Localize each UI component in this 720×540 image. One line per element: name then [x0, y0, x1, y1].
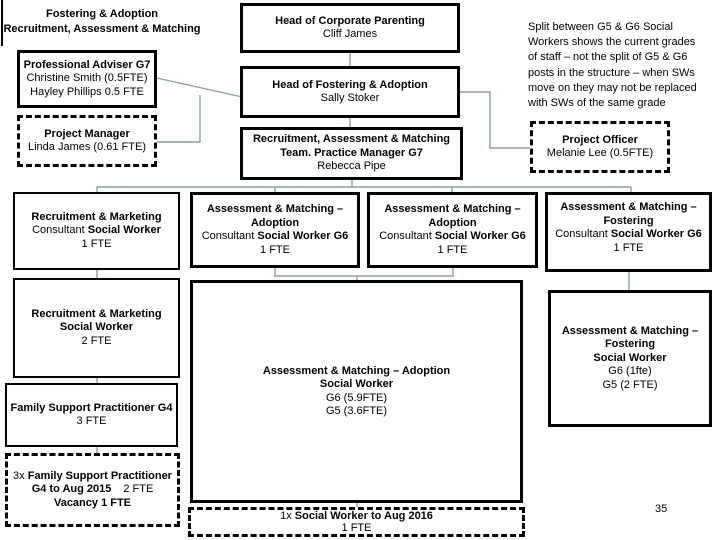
org-box-am-adoption-consultant-1: Assessment & Matching – Adoption Consult…	[190, 192, 360, 268]
role-title-line1: Assessment & Matching –	[384, 203, 521, 215]
org-box-project-manager: Project Manager Linda James (0.61 FTE)	[17, 115, 157, 167]
role-title-line2: Adoption	[428, 216, 477, 229]
role-title-line2: G4 to Aug 2015 2 FTE	[32, 483, 154, 497]
note-line: of staff – not the split of G5 & G6	[528, 51, 688, 64]
fte-count-g6: G6 (5.9FTE)	[325, 391, 388, 404]
role-title: 1x Social Worker to Aug 2016	[280, 510, 433, 522]
connector-adviser-hofa	[156, 77, 243, 98]
role-title-part: Consultant	[32, 224, 88, 237]
note-line: Workers shows the current grades	[528, 36, 696, 49]
org-box-am-adoption-sw: Assessment & Matching – Adoption Social …	[190, 280, 523, 503]
role-title-line1: 3x Family Support Practitioner	[13, 470, 172, 484]
role-title: Project Officer	[562, 133, 638, 146]
role-title-line1: Recruitment & Marketing	[31, 210, 162, 223]
role-title-line2: Social Worker	[59, 321, 134, 334]
role-title: Professional Adviser G7	[23, 58, 151, 71]
connector-hofa-projectofficer	[460, 91, 530, 149]
role-title-line1: Assessment & Matching –	[561, 324, 699, 337]
person-name: Cliff James	[322, 28, 378, 40]
role-title-line1: Recruitment, Assessment & Matching	[252, 133, 451, 146]
note-line: move on they may not be replaced	[528, 81, 697, 94]
org-box-head-corporate-parenting: Head of Corporate Parenting Cliff James	[240, 3, 460, 53]
org-box-professional-adviser: Professional Adviser G7 Christine Smith …	[17, 50, 157, 108]
note-line: posts in the structure – when SWs	[528, 66, 695, 79]
fte-count: 2 FTE	[81, 334, 112, 347]
role-title-part: 3x	[13, 469, 28, 482]
org-box-am-adoption-consultant-2: Assessment & Matching – Adoption Consult…	[367, 192, 538, 268]
role-title-line2: Consultant Social Worker	[32, 224, 161, 238]
grade-split-note: Split between G5 & G6 Social Workers sho…	[528, 20, 718, 111]
role-title-part: Social Worker to Aug 2016	[294, 510, 433, 522]
person-name: Christine Smith (0.5FTE)	[26, 72, 148, 85]
role-title-part: Consultant	[555, 228, 611, 240]
role-title-line3: Consultant Social Worker G6	[202, 230, 349, 244]
role-title-line2: Team. Practice Manager G7	[280, 146, 423, 159]
role-title-part: Consultant	[379, 230, 435, 242]
role-title-part: Social Worker G6	[257, 230, 349, 242]
org-box-family-support-practitioner: Family Support Practitioner G4 3 FTE	[5, 383, 178, 447]
connector-ram-bus	[96, 180, 632, 192]
fte-count: 1 FTE	[613, 241, 644, 254]
role-title-line3: Consultant Social Worker G6	[379, 230, 526, 244]
role-title-line2: Adoption	[250, 216, 300, 229]
role-title-line3: Consultant Social Worker G6	[555, 228, 702, 242]
person-name: Melanie Lee (0.5FTE)	[546, 147, 654, 159]
role-title-line1: Assessment & Matching – Adoption	[262, 364, 451, 377]
role-title-part: Social Worker	[87, 224, 161, 237]
role-title-part: Family Support Practitioner	[27, 469, 172, 482]
role-title-line2: Fostering	[604, 338, 656, 351]
fte-count: 1 FTE	[81, 237, 112, 250]
person-name: Rebecca Pipe	[317, 160, 386, 173]
page-title-line1: Fostering & Adoption	[45, 8, 159, 20]
fte-count: 1 FTE	[341, 522, 372, 534]
person-name: Hayley Phillips 0.5 FTE	[30, 85, 144, 98]
page-title-line2: Recruitment, Assessment & Matching	[3, 23, 201, 35]
role-title: Project Manager	[44, 127, 130, 140]
role-title-part: G4 to Aug 2015	[31, 483, 112, 496]
role-title-line3: Social Worker	[593, 351, 667, 364]
page-number: 35	[655, 503, 668, 515]
person-name: Linda James (0.61 FTE)	[28, 141, 146, 153]
role-title-part: Social Worker G6	[434, 230, 526, 242]
fte-count: 1 FTE	[260, 243, 290, 256]
role-title-part: Consultant	[201, 230, 258, 242]
fte-count: 2 FTE	[123, 483, 154, 496]
role-title: Head of Fostering & Adoption	[272, 78, 428, 91]
org-box-ram-practice-manager: Recruitment, Assessment & Matching Team.…	[240, 127, 463, 180]
role-title: Head of Corporate Parenting	[275, 14, 425, 27]
org-box-social-worker-temp: 1x Social Worker to Aug 2016 1 FTE	[188, 507, 525, 537]
role-title-line1: Recruitment & Marketing	[31, 307, 162, 320]
org-box-am-fostering-consultant: Assessment & Matching – Fostering Consul…	[545, 192, 712, 272]
role-title-line1: Assessment & Matching –	[206, 203, 344, 215]
vacancy-line: Vacancy 1 FTE	[53, 496, 132, 509]
org-box-am-fostering-sw: Assessment & Matching – Fostering Social…	[548, 290, 712, 427]
org-box-recruitment-marketing-sw: Recruitment & Marketing Social Worker 2 …	[13, 278, 180, 378]
fte-count-g5: G5 (3.6FTE)	[325, 405, 388, 417]
org-box-project-officer: Project Officer Melanie Lee (0.5FTE)	[530, 121, 670, 173]
role-title-part: Social Worker G6	[610, 228, 702, 240]
fte-count-g5: G5 (2 FTE)	[602, 378, 658, 391]
fte-count: 1 FTE	[437, 243, 468, 256]
page-title: Fostering & Adoption Recruitment, Assess…	[2, 7, 202, 37]
org-box-recruitment-marketing-consultant: Recruitment & Marketing Consultant Socia…	[13, 192, 180, 270]
fte-count: 3 FTE	[76, 415, 107, 427]
role-title-part: 1x	[280, 510, 295, 522]
role-title: Family Support Practitioner G4	[10, 401, 173, 414]
slide-edge-line	[1, 0, 3, 46]
role-title-line2: Fostering	[603, 214, 654, 227]
person-name: Sally Stoker	[320, 92, 380, 104]
role-title-line2: Social Worker	[319, 378, 394, 390]
org-box-head-fostering-adoption: Head of Fostering & Adoption Sally Stoke…	[240, 66, 460, 118]
org-box-family-support-vacancy: 3x Family Support Practitioner G4 to Aug…	[5, 453, 180, 527]
note-line: Split between G5 & G6 Social	[528, 21, 673, 33]
connector-projectmanager-hofa	[157, 95, 201, 143]
note-line: with SWs of the same grade	[528, 97, 666, 110]
role-title-line1: Assessment & Matching –	[560, 201, 697, 213]
fte-count-g6: G6 (1fte)	[608, 365, 652, 378]
